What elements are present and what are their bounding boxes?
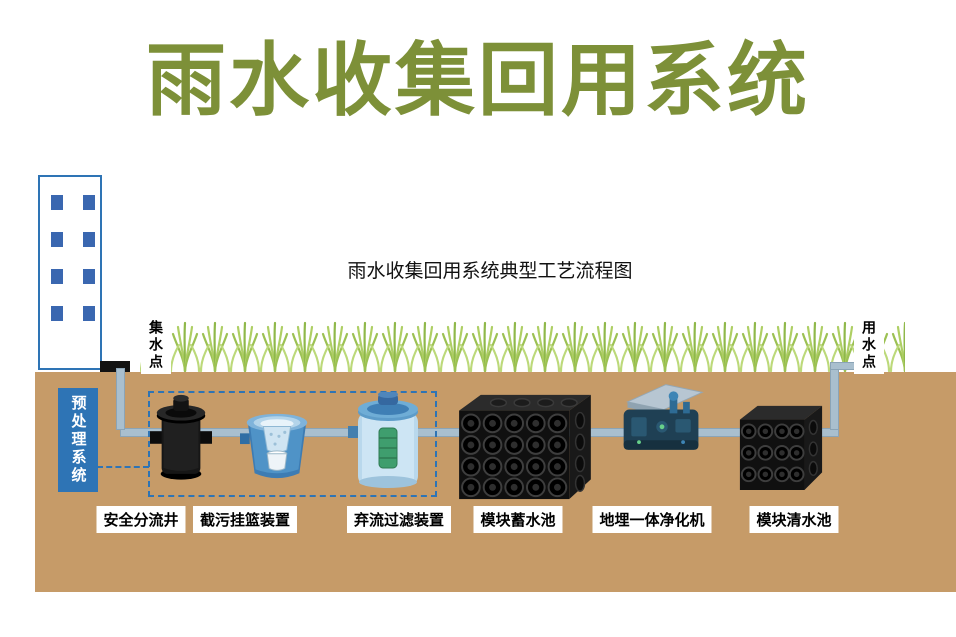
safety-diversion-well-illustration <box>150 392 212 482</box>
pretreatment-system-tag: 预处理系统 <box>58 388 98 492</box>
grass-band <box>140 318 905 372</box>
building-inlet-pipe <box>100 361 130 372</box>
collection-point-label: 集水点 <box>148 319 164 371</box>
pretreatment-dashed-outline <box>148 391 437 497</box>
interception-basket-illustration <box>240 407 314 485</box>
building-window <box>51 195 63 210</box>
inlet-down-pipe <box>116 368 125 430</box>
collection-point-tag: 集水点 <box>141 316 171 374</box>
buried-purifier-illustration <box>616 380 708 464</box>
page-title: 雨水收集回用系统 <box>146 38 810 126</box>
label-interception-basket: 截污挂篮装置 <box>192 506 298 533</box>
label-safety-diversion-well: 安全分流井 <box>96 506 186 533</box>
building-window <box>83 306 95 321</box>
building-window <box>83 232 95 247</box>
building <box>38 175 102 370</box>
use-point-label: 用水点 <box>861 319 877 371</box>
outlet-riser-pipe <box>830 362 839 430</box>
pretreatment-system-label: 预处理系统 <box>69 395 87 485</box>
label-first-flush-filter: 弃流过滤装置 <box>346 506 452 533</box>
pretreatment-dashed-connector <box>97 466 149 468</box>
use-point-tag: 用水点 <box>854 316 884 374</box>
modular-storage-tank-illustration <box>455 387 593 503</box>
diagram-subtitle: 雨水收集回用系统典型工艺流程图 <box>347 261 633 282</box>
building-window <box>83 195 95 210</box>
first-flush-filter-illustration <box>348 392 428 492</box>
label-buried-purifier: 地埋一体净化机 <box>592 506 712 533</box>
building-window <box>51 306 63 321</box>
modular-clean-tank-illustration <box>736 398 826 492</box>
label-modular-storage-tank: 模块蓄水池 <box>473 506 563 533</box>
building-window <box>83 269 95 284</box>
building-window <box>51 269 63 284</box>
building-window <box>51 232 63 247</box>
label-modular-clean-tank: 模块清水池 <box>749 506 839 533</box>
